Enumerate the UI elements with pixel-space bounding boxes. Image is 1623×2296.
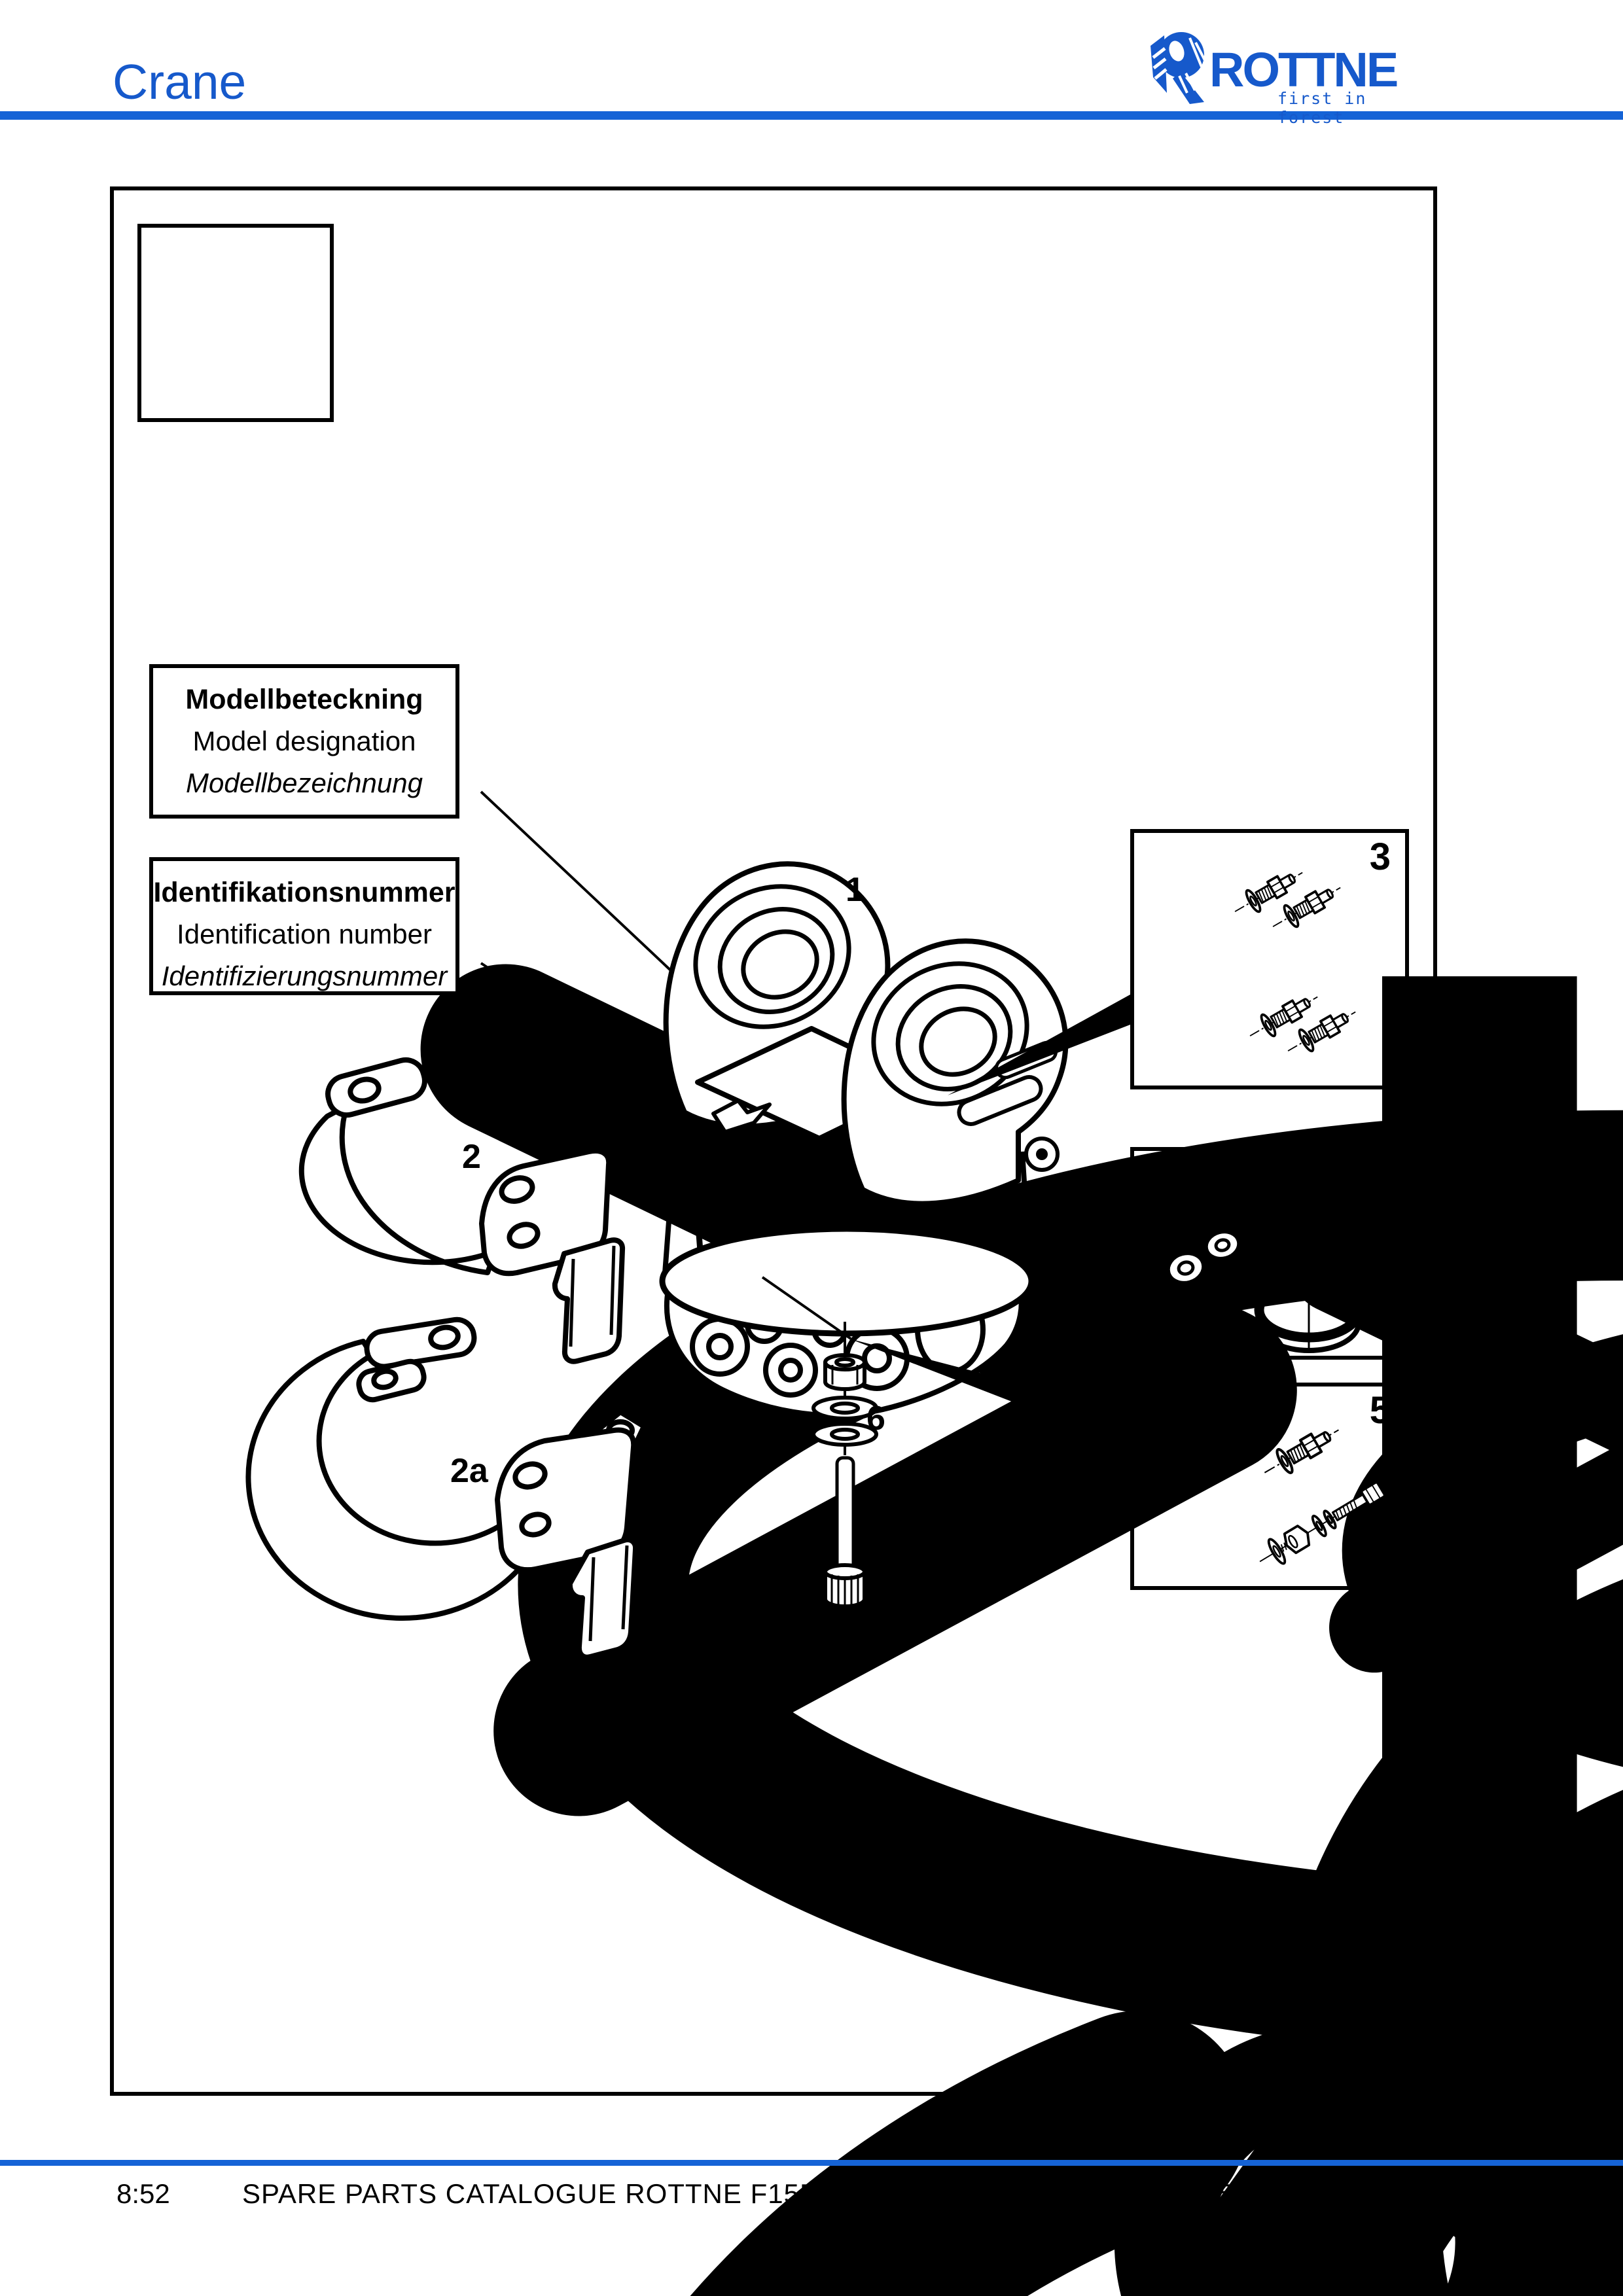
bracket-part-2a [245, 1316, 647, 1660]
part-label-2a: 2a [450, 1452, 488, 1490]
rottne-logo-icon [1150, 32, 1207, 104]
callout-line-de: Modellbezeichnung [186, 768, 423, 798]
figure-number: 14928 [1371, 1943, 1405, 2026]
callout-line-en: Identification number [177, 919, 432, 949]
detail-box-number: 3 [1369, 836, 1391, 878]
logo-brand-text: ROTTNE [1209, 43, 1399, 97]
detail-box-3: 3 [1130, 829, 1409, 1089]
footer-page-ref: 8:52 [116, 2178, 170, 2209]
callout-line-sv: Identifikationsnummer [153, 877, 455, 908]
logo-tagline-text: first in forest [1277, 89, 1367, 127]
callout-model-designation: Modellbeteckning Model designation Model… [149, 664, 459, 819]
page-title: Crane [113, 54, 247, 109]
bracket-part-2 [298, 1057, 626, 1364]
detail-box-number: 5 [1369, 1389, 1391, 1432]
footer-rule [0, 2160, 1623, 2166]
header-rule [0, 111, 1623, 120]
footer-title: SPARE PARTS CATALOGUE ROTTNE F15D/F13D C… [242, 2178, 1265, 2209]
footer-date: 2021-12-27 [1289, 2178, 1430, 2209]
callout-line-en: Model designation [192, 726, 416, 756]
detail-pointer-wedges [808, 995, 1130, 1447]
rottne-logo: ROTTNE first in forest [1147, 29, 1421, 127]
detail-box-5: 5 [1130, 1383, 1409, 1590]
callout-line-de: Identifizierungsnummer [161, 961, 448, 991]
detail-box-4: 4 [1130, 1147, 1409, 1360]
part-label-6: 6 [866, 1400, 885, 1438]
detail-box-number: 4 [1369, 1154, 1391, 1196]
callout-line-sv: Modellbeteckning [185, 684, 423, 715]
rotator-part-1 [659, 861, 1069, 1432]
part-label-1: 1 [846, 871, 865, 909]
detail-box-4-contents [1161, 1173, 1364, 1353]
rotator-symbol-box [137, 224, 334, 422]
pointer-leader-line [761, 1276, 852, 1340]
bolt-assembly-part-6 [812, 1322, 878, 1608]
part-label-2: 2 [462, 1138, 481, 1176]
callout-identification-number: Identifikationsnummer Identification num… [149, 857, 459, 995]
